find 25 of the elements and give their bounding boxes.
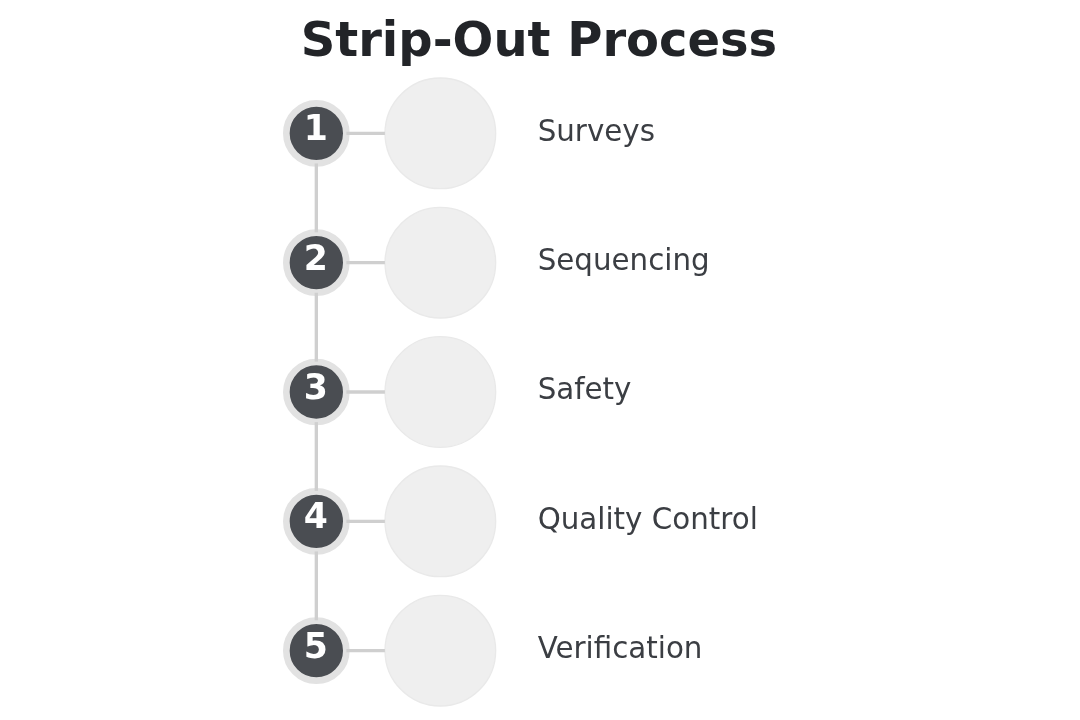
node-circle (384, 594, 497, 707)
node-circle (384, 336, 497, 448)
node-label: Surveys (537, 113, 655, 148)
node-circle: 2 (283, 229, 350, 296)
node-label: Verification (537, 631, 703, 666)
diagram-title: Strip-Out Process (300, 11, 778, 68)
node-label: Sequencing (537, 243, 710, 278)
node-label: Quality Control (537, 501, 758, 536)
connector (346, 649, 385, 653)
connector (346, 131, 385, 135)
node-circle (384, 206, 497, 319)
connector (314, 422, 318, 491)
node-circle: 5 (283, 617, 350, 684)
connector (314, 551, 318, 621)
node-circle: 3 (283, 358, 350, 426)
node-circle (384, 77, 497, 190)
node-circle: 4 (283, 488, 350, 555)
connector (314, 163, 318, 233)
connector (346, 390, 385, 394)
node-circle (384, 465, 497, 578)
node-label: Safety (537, 372, 632, 407)
connector (314, 292, 318, 362)
node-circle: 1 (283, 100, 350, 167)
connector (346, 519, 385, 523)
connector (346, 261, 385, 265)
